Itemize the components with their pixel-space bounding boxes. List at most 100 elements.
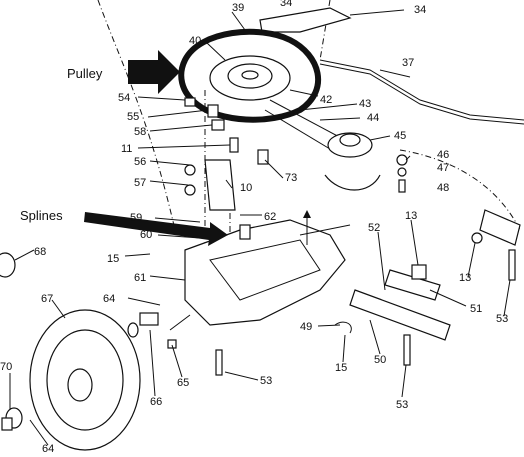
leader bbox=[154, 217, 201, 223]
control-rod-edge bbox=[319, 63, 524, 125]
transaxle-detail bbox=[209, 239, 321, 301]
cotter-pin bbox=[334, 321, 352, 334]
key bbox=[167, 339, 177, 349]
part-number: 67 bbox=[41, 293, 53, 305]
transaxle-housing bbox=[184, 219, 346, 326]
part-number: 64 bbox=[103, 293, 115, 305]
leader bbox=[289, 89, 319, 97]
pulley-arrow bbox=[128, 50, 180, 94]
leader bbox=[29, 419, 49, 446]
part-number: 56 bbox=[134, 156, 146, 168]
part-number: 40 bbox=[189, 35, 201, 47]
part-number: 59 bbox=[130, 212, 142, 224]
leader bbox=[319, 117, 361, 121]
part-number: 10 bbox=[240, 182, 252, 194]
part-number: 43 bbox=[359, 98, 371, 110]
washer bbox=[211, 119, 225, 131]
drive-belt bbox=[264, 109, 341, 156]
part-number: 34 bbox=[414, 4, 426, 16]
centerline bbox=[399, 149, 521, 231]
centerline bbox=[319, 0, 331, 61]
leader bbox=[410, 219, 419, 266]
washer bbox=[127, 322, 139, 338]
retaining-ring bbox=[1, 417, 13, 431]
part-number: 53 bbox=[496, 313, 508, 325]
leader bbox=[231, 11, 246, 31]
leader bbox=[171, 344, 183, 378]
part-number: 62 bbox=[264, 211, 276, 223]
control-rod bbox=[319, 59, 524, 121]
axle-bracket bbox=[479, 209, 521, 246]
leader bbox=[317, 324, 341, 327]
leader bbox=[149, 160, 191, 166]
part-number: 46 bbox=[437, 149, 449, 161]
pulley-callout: Pulley bbox=[67, 66, 103, 81]
bolt bbox=[398, 179, 406, 193]
washer bbox=[397, 167, 407, 177]
leader bbox=[149, 124, 213, 132]
leader bbox=[225, 179, 233, 189]
leader bbox=[369, 319, 381, 355]
bolt bbox=[403, 334, 411, 366]
nut bbox=[471, 232, 483, 244]
part-number: 73 bbox=[285, 172, 297, 184]
part-number: 68 bbox=[34, 246, 46, 258]
bolt bbox=[257, 149, 269, 165]
bolt bbox=[508, 249, 516, 281]
bushing bbox=[0, 252, 16, 278]
leader bbox=[264, 159, 284, 179]
nut bbox=[396, 154, 408, 166]
part-number: 49 bbox=[300, 321, 312, 333]
bolt bbox=[229, 137, 239, 153]
part-number: 50 bbox=[374, 354, 386, 366]
leader bbox=[147, 109, 209, 118]
leader bbox=[14, 249, 35, 261]
right-axle bbox=[299, 224, 351, 236]
washer bbox=[184, 184, 196, 196]
nut bbox=[184, 97, 196, 107]
part-number: 58 bbox=[134, 126, 146, 138]
brake-arm bbox=[384, 269, 441, 301]
part-number: 34 bbox=[280, 0, 292, 9]
leader bbox=[51, 299, 66, 319]
part-number: 66 bbox=[150, 396, 162, 408]
leader bbox=[429, 289, 467, 307]
bolt bbox=[215, 349, 223, 376]
shift-link bbox=[349, 289, 451, 341]
part-number: 13 bbox=[459, 272, 471, 284]
leader bbox=[299, 103, 358, 111]
bracket bbox=[204, 159, 236, 211]
leader bbox=[405, 155, 411, 161]
part-number: 70 bbox=[0, 361, 12, 373]
leader bbox=[124, 253, 151, 257]
part-number: 64 bbox=[42, 443, 54, 455]
leader bbox=[127, 297, 161, 306]
pulley-bore bbox=[241, 70, 259, 80]
transmission-pulley-hub bbox=[339, 133, 361, 147]
part-number: 15 bbox=[335, 362, 347, 374]
part-number: 51 bbox=[470, 303, 482, 315]
spacer bbox=[207, 104, 219, 118]
leader bbox=[349, 9, 405, 16]
leader bbox=[369, 135, 391, 141]
leader bbox=[149, 329, 156, 397]
part-number: 53 bbox=[396, 399, 408, 411]
part-number: 13 bbox=[405, 210, 417, 222]
leader bbox=[401, 364, 407, 398]
hub bbox=[67, 368, 93, 402]
leader bbox=[137, 144, 231, 149]
part-number: 61 bbox=[134, 272, 146, 284]
leader bbox=[379, 69, 411, 78]
part-number: 37 bbox=[402, 57, 414, 69]
part-number: 11 bbox=[121, 143, 132, 155]
part-number: 42 bbox=[320, 94, 332, 106]
leader bbox=[467, 242, 476, 278]
leader bbox=[157, 234, 201, 239]
leader bbox=[224, 371, 259, 381]
input-shaft-splines bbox=[239, 224, 251, 240]
part-number: 52 bbox=[368, 222, 380, 234]
nut bbox=[184, 164, 196, 176]
leader bbox=[149, 275, 186, 281]
